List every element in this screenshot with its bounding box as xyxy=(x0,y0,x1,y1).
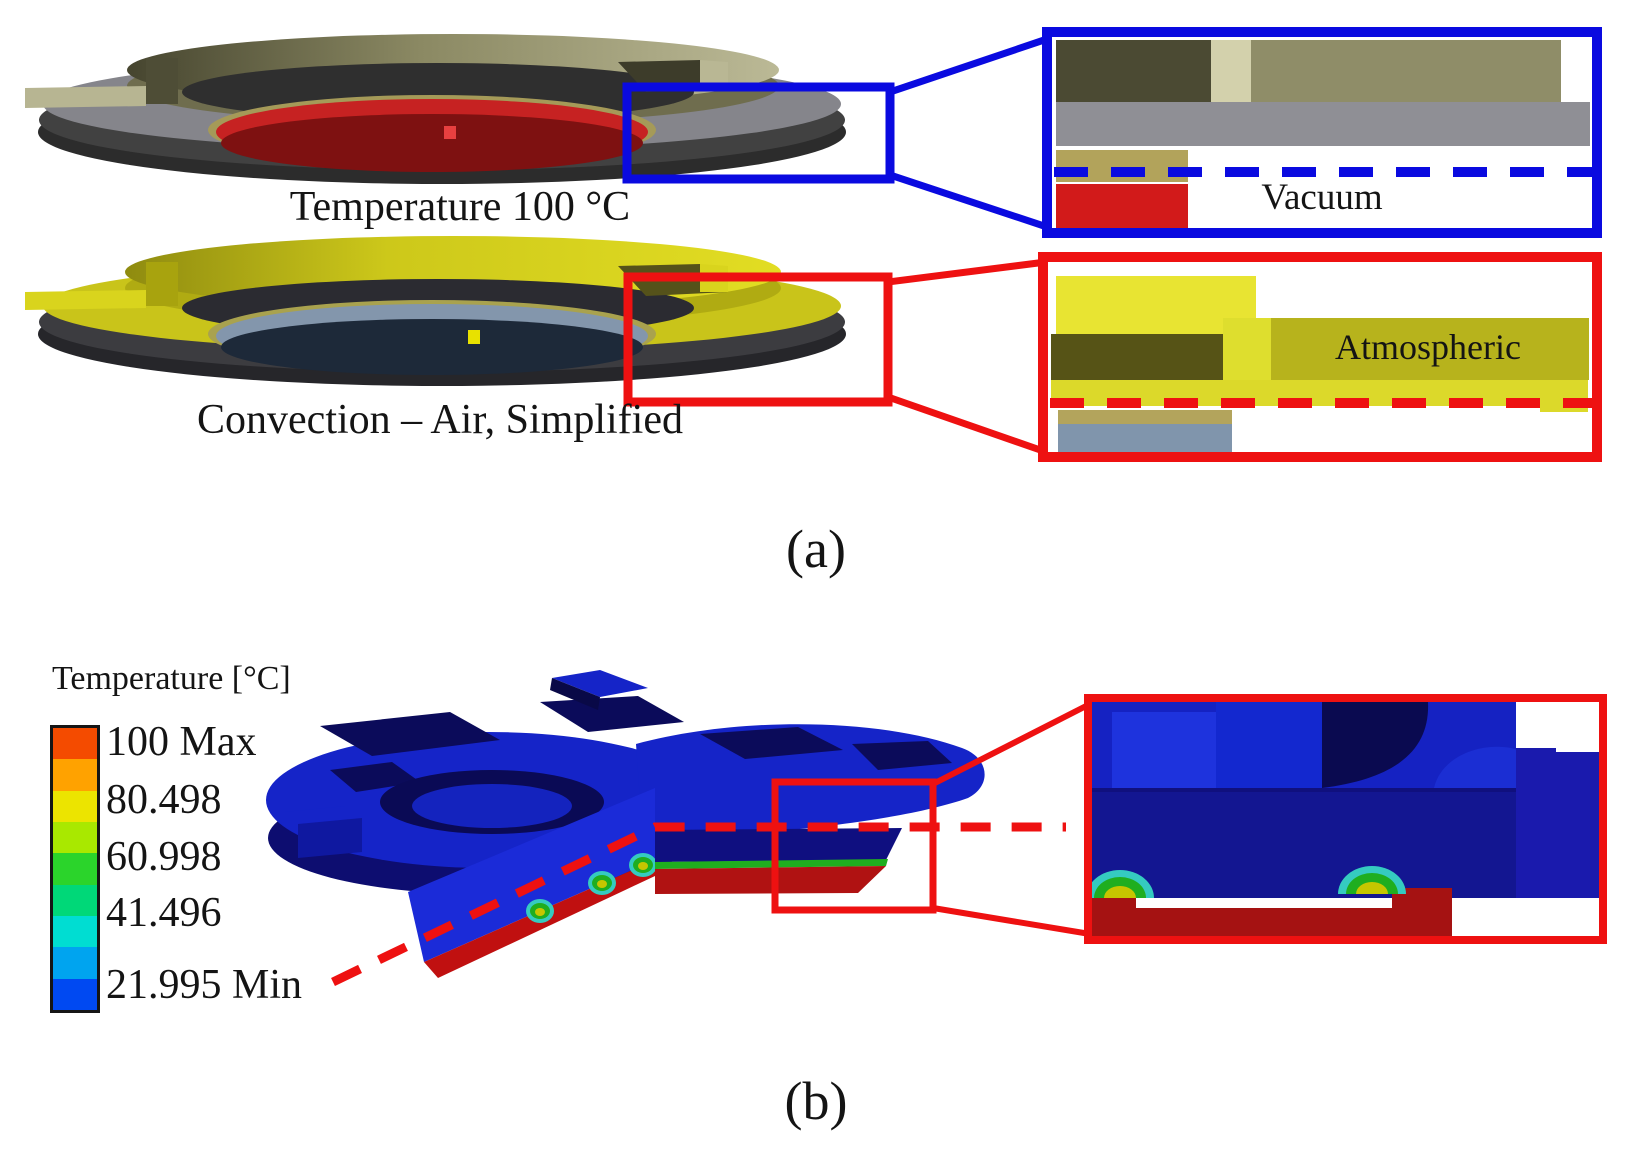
plate-boss-side xyxy=(550,678,600,710)
colorbar-segment xyxy=(53,853,97,885)
section-dashed-line xyxy=(331,822,1066,987)
legend-tick-max: 100 Max xyxy=(106,719,257,765)
zoom-right-column xyxy=(1516,748,1599,898)
colorbar-segment xyxy=(53,978,97,1010)
atmospheric-region-label: Atmospheric xyxy=(1335,327,1521,367)
zoom-hot-spot xyxy=(1086,870,1154,898)
vacuum-region-label: Vacuum xyxy=(1261,177,1383,218)
colorbar-segment xyxy=(53,821,97,854)
vacuum-gold-layer xyxy=(1056,150,1188,182)
callout-line-top xyxy=(887,258,1047,286)
atm-olive-band xyxy=(1271,318,1589,380)
disk1-red-wafer xyxy=(221,114,643,172)
right-red-base xyxy=(655,866,886,894)
atm-bluegray-layer xyxy=(1058,424,1232,456)
callout-line-bottom xyxy=(886,393,1048,456)
colorbar-segment xyxy=(53,728,97,760)
legend-tick: 60.998 xyxy=(106,834,222,880)
disk1-right-notch-edge xyxy=(700,60,728,88)
legend-title: Temperature [°C] xyxy=(52,660,291,697)
zoom-dark-arc xyxy=(1322,702,1429,788)
colorbar-segment xyxy=(53,790,97,822)
zoom-seam xyxy=(1092,788,1516,792)
vacuum-zoom-box xyxy=(1042,27,1602,238)
zoom-hot-spot xyxy=(1338,866,1406,894)
plate-step-side xyxy=(298,818,362,858)
panel-a-tag: (a) xyxy=(786,519,846,579)
vacuum-zoom-source-rect xyxy=(622,82,895,184)
colorbar-segment xyxy=(53,759,97,791)
disk2-dark-wafer xyxy=(221,319,643,375)
vacuum-olive-block xyxy=(1251,40,1561,102)
plate-pocket xyxy=(540,696,684,732)
callout-line-top xyxy=(931,701,1092,787)
vacuum-callout xyxy=(622,27,1602,238)
result-zoom-source-rect xyxy=(771,778,937,914)
legend-colorbar xyxy=(50,725,100,1013)
plate-pocket xyxy=(700,727,843,759)
hot-spot xyxy=(629,853,657,877)
plate-step-top xyxy=(284,806,362,824)
zoom-white-notch xyxy=(1556,702,1599,752)
plate-pocket xyxy=(852,741,952,770)
plate-boss-top xyxy=(552,670,648,697)
convection-model-render xyxy=(25,236,846,386)
caption-temperature-model: Temperature 100 °C xyxy=(289,184,631,230)
plate-pocket xyxy=(320,712,500,756)
result-zoom-box xyxy=(1084,694,1607,944)
panel-b-tag: (b) xyxy=(784,1071,848,1131)
colorbar-segment xyxy=(53,915,97,948)
zoom-mid-panel xyxy=(1216,702,1322,788)
hot-spot xyxy=(526,899,554,923)
atmospheric-zoom-box xyxy=(1038,252,1602,462)
plate-hub xyxy=(412,784,572,828)
disk1-left-tab xyxy=(146,58,178,104)
atmospheric-zoom-source-rect xyxy=(623,272,893,407)
hot-spot xyxy=(588,871,616,895)
disk1-left-ledge xyxy=(25,86,146,108)
colorbar-segment xyxy=(53,884,97,916)
callout-line-bottom xyxy=(932,905,1091,937)
vacuum-gray-layer xyxy=(1056,102,1590,146)
cut-section-face xyxy=(408,788,655,962)
vacuum-model-render xyxy=(25,34,846,184)
atmospheric-callout xyxy=(623,252,1602,462)
caption-convection-model: Convection – Air, Simplified xyxy=(197,397,683,443)
atm-gold-layer xyxy=(1058,410,1232,424)
legend-tick-min: 21.995 Min xyxy=(106,962,303,1008)
plate-pocket xyxy=(330,762,420,792)
disk1-center-marker xyxy=(444,126,456,139)
atm-bright-yellow-block xyxy=(1056,276,1256,334)
vacuum-dark-olive-block xyxy=(1056,40,1211,102)
callout-line-top xyxy=(888,34,1052,96)
zoom-light-panel xyxy=(1112,712,1216,788)
zoom-red-base xyxy=(1092,888,1452,936)
result-callout xyxy=(771,694,1607,944)
disk2-left-ledge xyxy=(25,290,146,310)
callout-line-bottom xyxy=(888,171,1052,232)
vacuum-red-layer xyxy=(1056,184,1188,230)
vacuum-tan-strip xyxy=(1211,40,1251,102)
colorbar-segment xyxy=(53,947,97,979)
legend-tick: 41.496 xyxy=(106,890,222,936)
disk2-left-tab xyxy=(146,262,178,306)
disk2-center-marker xyxy=(468,330,480,344)
legend-tick: 80.498 xyxy=(106,777,222,823)
